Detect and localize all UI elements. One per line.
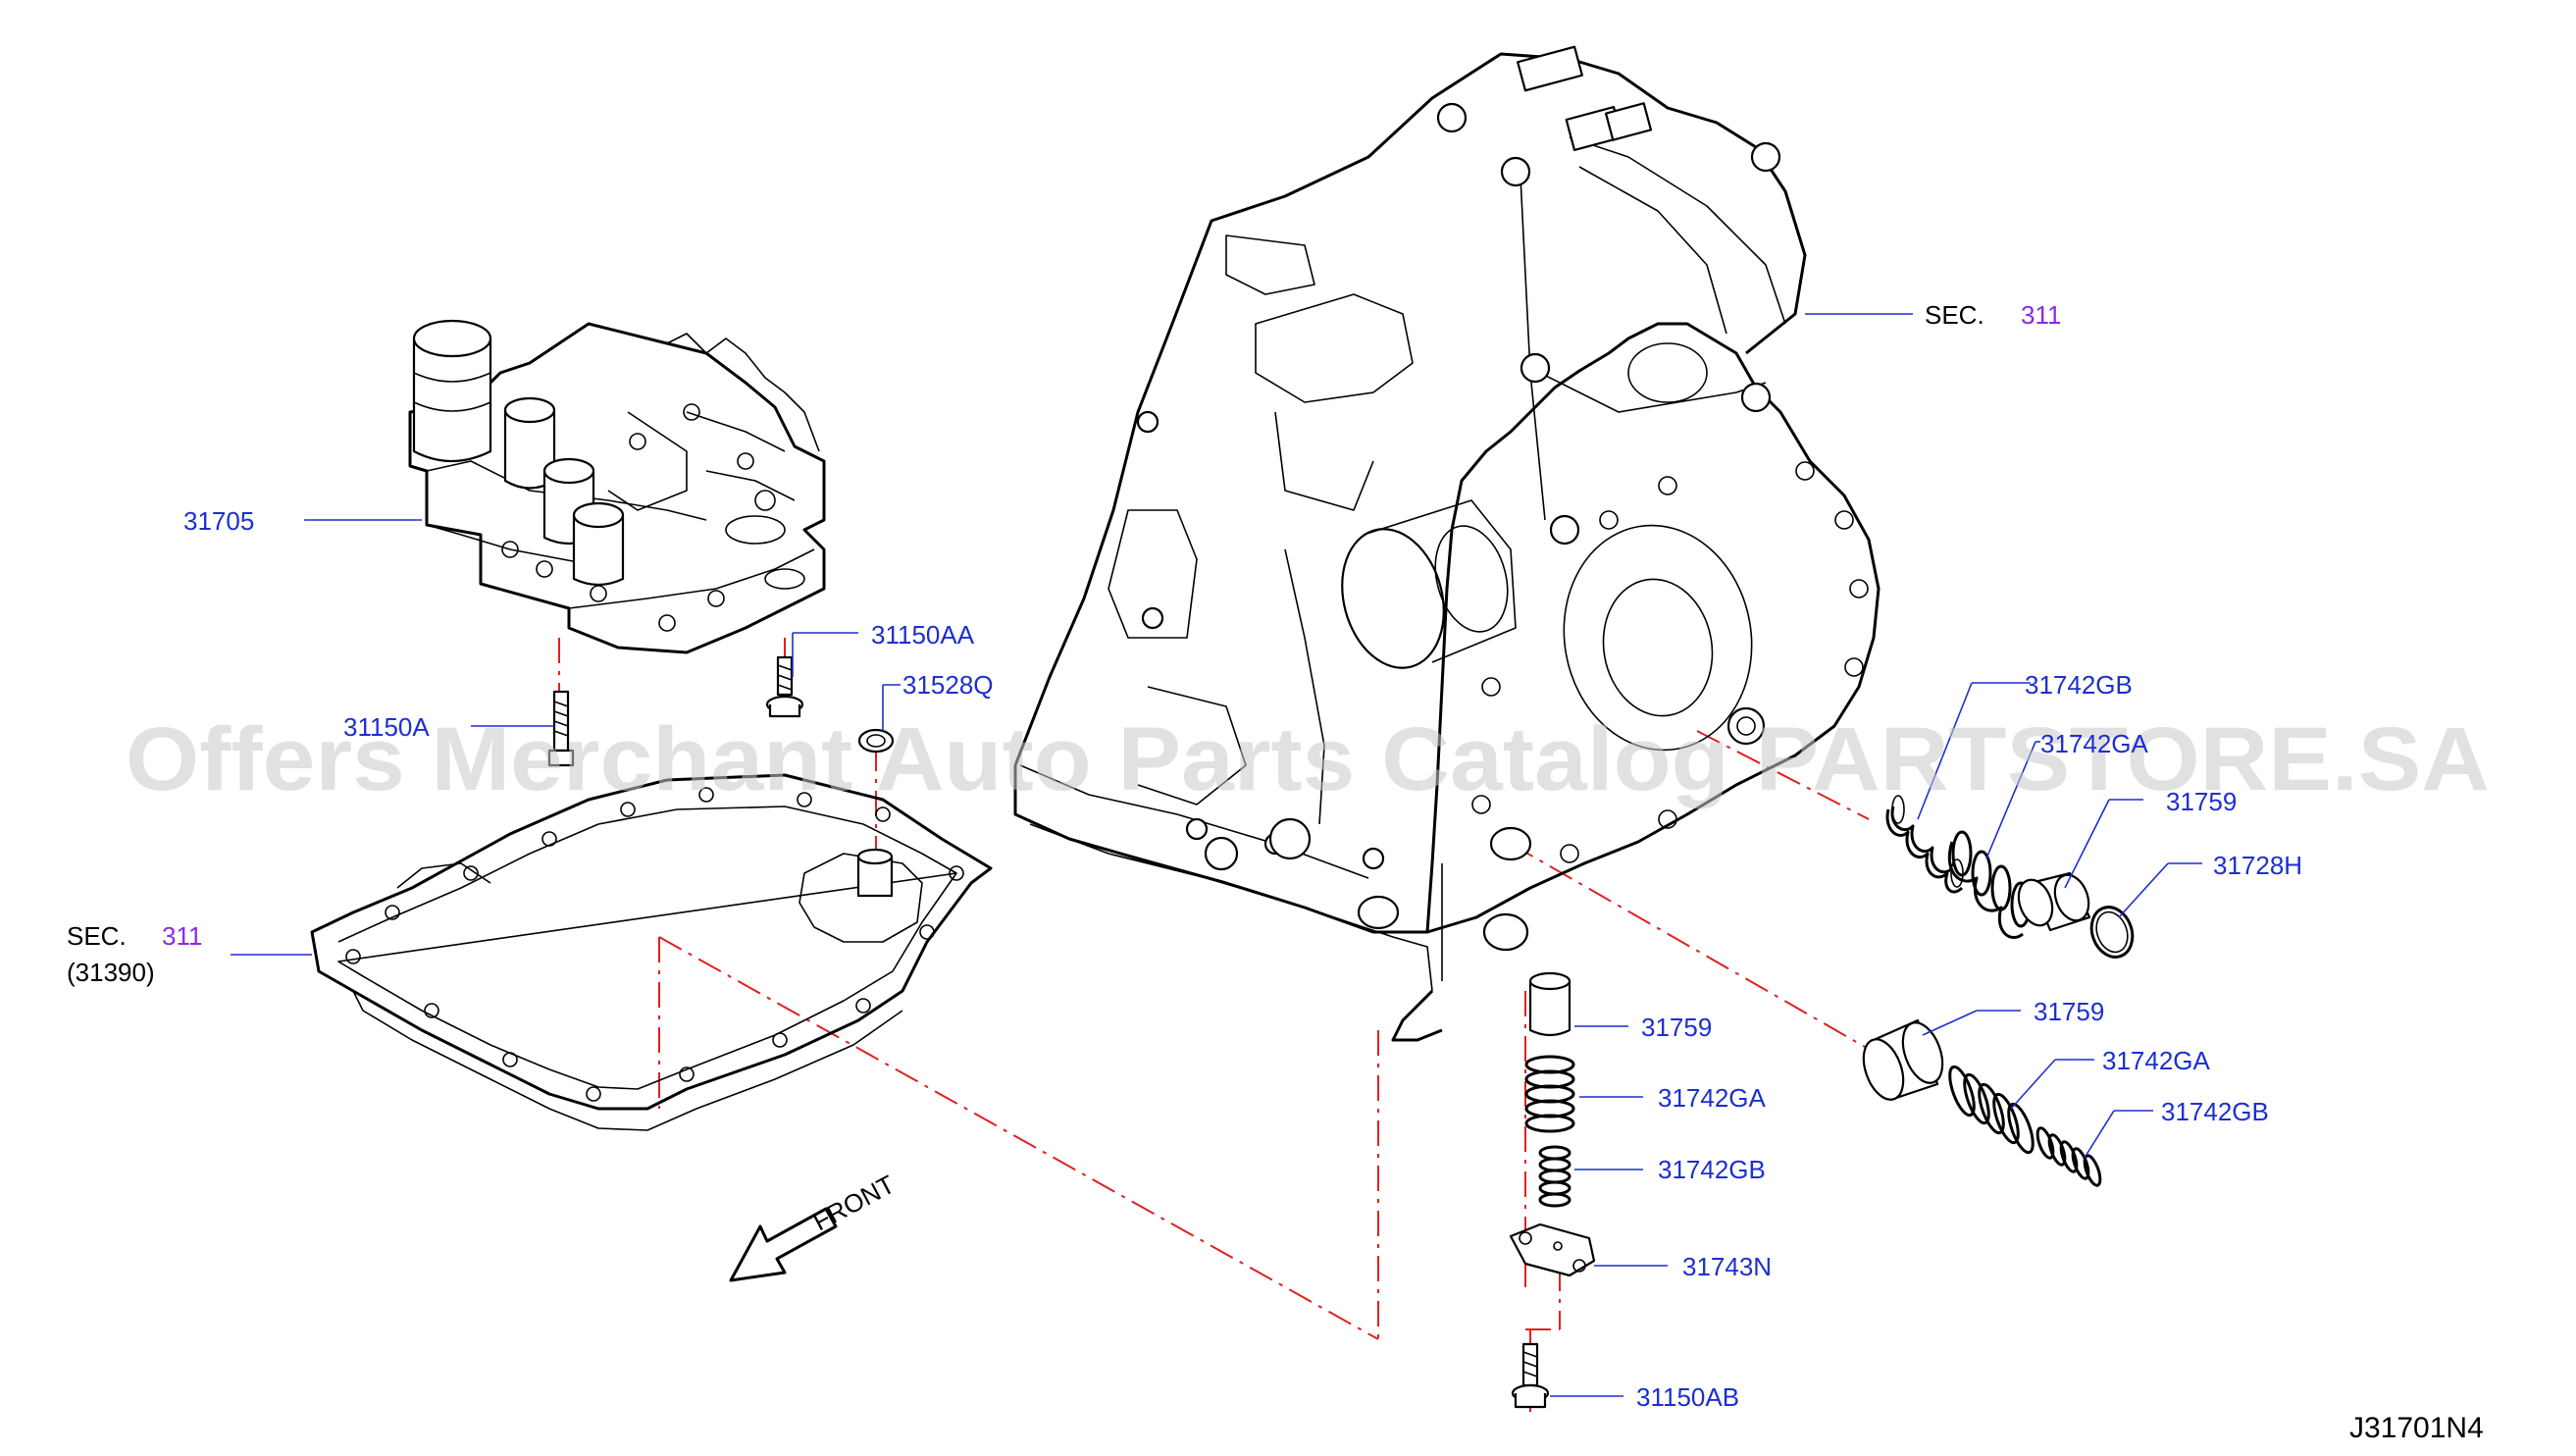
spring-31742gb-mid-shape: [2035, 1126, 2102, 1187]
bolt-31150a-shape: [547, 690, 575, 767]
part-label-31759-mid[interactable]: 31759: [2034, 997, 2104, 1026]
part-label-31759-top[interactable]: 31759: [2166, 787, 2237, 816]
section-number-case[interactable]: 311: [2021, 300, 2061, 330]
washer-31528q-shape: [857, 728, 895, 754]
section-prefix-case: SEC.: [1925, 300, 1984, 330]
bolt-31150aa-shape: [765, 655, 804, 718]
front-label: FRONT: [808, 1170, 900, 1237]
part-label-31759-low[interactable]: 31759: [1641, 1013, 1712, 1042]
piston-31759-low-shape: [1528, 971, 1571, 1037]
oil-pan: [310, 773, 993, 1131]
spring-31742ga-low-shape: [1524, 1055, 1575, 1133]
part-label-31742gb-mid[interactable]: 31742GB: [2161, 1097, 2269, 1126]
spring-31742ga-mid-shape: [1948, 1065, 2035, 1155]
piston-31759-mid-shape: [1862, 1018, 1944, 1101]
piston-31759-top-shape: [2017, 871, 2091, 932]
plate-31743n-shape: [1509, 1222, 1596, 1277]
spring-31742gb-top-shape: [1885, 795, 1964, 894]
part-label-31742ga-low[interactable]: 31742GA: [1658, 1083, 1767, 1113]
leader-lines: [231, 313, 2202, 1397]
section-number-pan[interactable]: 311: [162, 921, 202, 951]
part-label-31528q[interactable]: 31528Q: [902, 670, 994, 700]
part-label-31742ga-top[interactable]: 31742GA: [2040, 729, 2149, 758]
part-label-31705[interactable]: 31705: [183, 506, 254, 536]
oring-31728h-shape: [2089, 906, 2135, 959]
section-sub-pan: (31390): [67, 958, 155, 987]
section-prefix-pan: SEC.: [67, 921, 127, 951]
diagram-code: J31701N4: [2349, 1412, 2484, 1444]
part-label-31743n[interactable]: 31743N: [1682, 1252, 1772, 1281]
part-label-31150ab[interactable]: 31150AB: [1636, 1382, 1739, 1412]
spring-31742ga-top-shape: [1947, 830, 2032, 939]
watermark: Offers Merchant Auto Parts Catalog PARTS…: [126, 709, 2490, 809]
part-label-31150aa[interactable]: 31150AA: [871, 620, 975, 650]
control-valve-assembly: [408, 319, 826, 654]
part-label-31742gb-low[interactable]: 31742GB: [1658, 1155, 1766, 1184]
transmission-case: [1013, 45, 1880, 1042]
front-arrow-icon: [729, 1207, 838, 1282]
part-label-31742ga-mid[interactable]: 31742GA: [2102, 1046, 2211, 1075]
part-label-31150a[interactable]: 31150A: [343, 712, 430, 742]
part-label-31742gb-top[interactable]: 31742GB: [2025, 670, 2133, 700]
spring-31742gb-low-shape: [1538, 1145, 1571, 1208]
bolt-31150ab-shape: [1511, 1342, 1550, 1409]
part-label-31728h[interactable]: 31728H: [2213, 851, 2302, 880]
